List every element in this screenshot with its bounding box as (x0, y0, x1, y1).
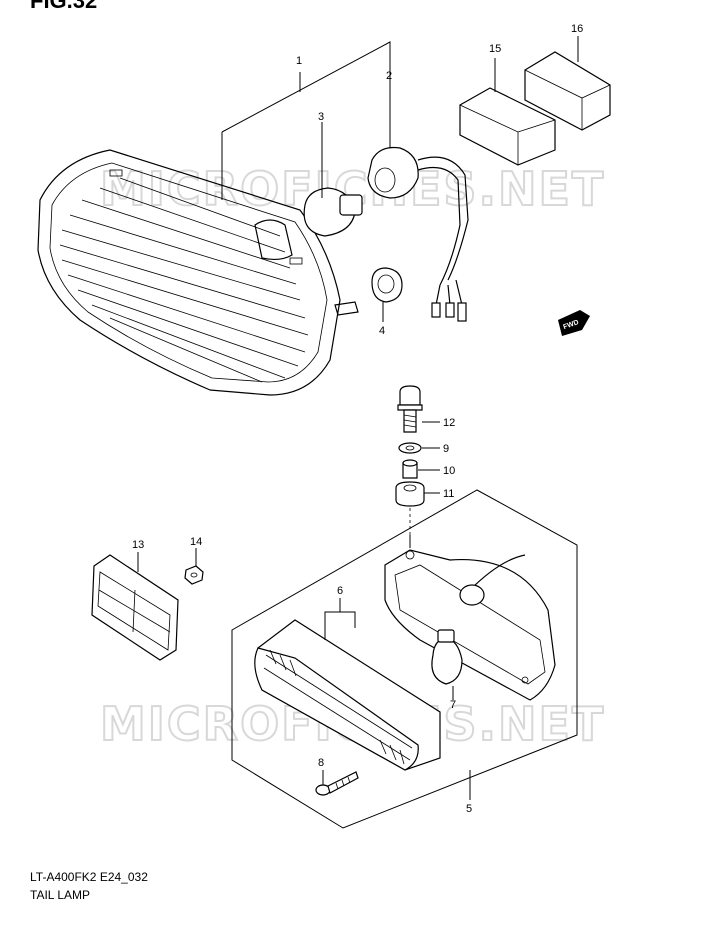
caption-model-code: LT-A400FK2 E24_032 (30, 870, 148, 884)
figure-title: FIG.32 (30, 0, 98, 13)
license-lens-part-13 (91, 554, 179, 661)
part-label-10: 10 (443, 465, 455, 477)
part-label-15: 15 (489, 43, 501, 55)
lens-part-6 (254, 619, 441, 771)
part-label-6: 6 (337, 585, 343, 597)
tail-lamp-housing (37, 149, 359, 396)
grommet-part-11 (395, 481, 425, 507)
part-label-9: 9 (443, 443, 449, 455)
socket-part-2 (367, 146, 469, 322)
part-label-7: 7 (450, 699, 456, 711)
bulb-part-7 (431, 629, 463, 685)
box-part-16 (524, 51, 611, 131)
screw-part-8 (315, 771, 359, 796)
bolt-part-12 (397, 385, 423, 433)
part-label-13: 13 (132, 539, 144, 551)
part-label-8: 8 (318, 757, 324, 769)
part-label-14: 14 (190, 536, 202, 548)
collar-part-10 (402, 459, 418, 479)
part-label-1: 1 (296, 55, 302, 67)
part-label-4: 4 (379, 325, 385, 337)
part-label-2: 2 (386, 70, 392, 82)
box-part-15 (459, 87, 556, 166)
nut-part-14 (184, 565, 204, 585)
caption-title: TAIL LAMP (30, 888, 91, 902)
part-label-12: 12 (443, 417, 455, 429)
bulb-part-3 (303, 187, 363, 237)
part-label-5: 5 (466, 803, 472, 815)
part-label-11: 11 (443, 488, 454, 500)
part-label-3: 3 (318, 111, 324, 123)
washer-part-9 (398, 442, 422, 454)
assembly-outline-part-5 (231, 489, 578, 829)
part-labels: 1 2 3 4 5 6 7 8 9 10 11 12 13 14 15 16 (132, 23, 583, 815)
lamp-housing-bracket (384, 549, 556, 701)
part-label-16: 16 (571, 23, 583, 35)
fwd-direction-badge: FWD (558, 310, 590, 336)
grommet-part-4 (371, 267, 403, 303)
